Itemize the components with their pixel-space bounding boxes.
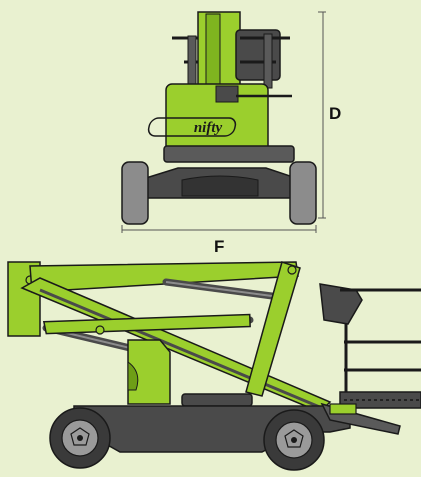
front-wheel-left — [121, 161, 149, 225]
side-view — [7, 261, 421, 471]
front-axle-center — [181, 175, 259, 197]
dimension-label-d: D — [329, 104, 341, 123]
front-logo: nifty — [147, 117, 237, 137]
side-logo-mark — [127, 361, 139, 391]
dimension-d: D — [318, 11, 341, 219]
dimension-label-f: F — [214, 237, 224, 256]
side-riser-arm — [245, 261, 301, 397]
side-jib-edge — [39, 288, 323, 410]
front-chassis-top — [163, 145, 295, 163]
side-wheel-front — [263, 409, 325, 471]
dimension-f: F — [121, 225, 317, 256]
side-pivot-riser — [287, 265, 297, 275]
front-view: nifty — [121, 11, 317, 225]
side-pivot-lower — [95, 325, 105, 335]
side-wheel-rear — [49, 407, 111, 469]
front-wheel-right — [289, 161, 317, 225]
side-lower-arm — [42, 313, 251, 335]
front-turret-joint — [215, 85, 239, 103]
basket-mount — [329, 403, 357, 415]
logo-text: nifty — [194, 120, 223, 136]
side-platform-basket — [319, 283, 421, 415]
front-rail-post-left — [187, 35, 197, 87]
front-rail-post-right — [263, 33, 273, 89]
side-turntable — [181, 393, 253, 407]
side-turret-housing — [127, 339, 171, 405]
side-upper-boom — [29, 261, 299, 293]
